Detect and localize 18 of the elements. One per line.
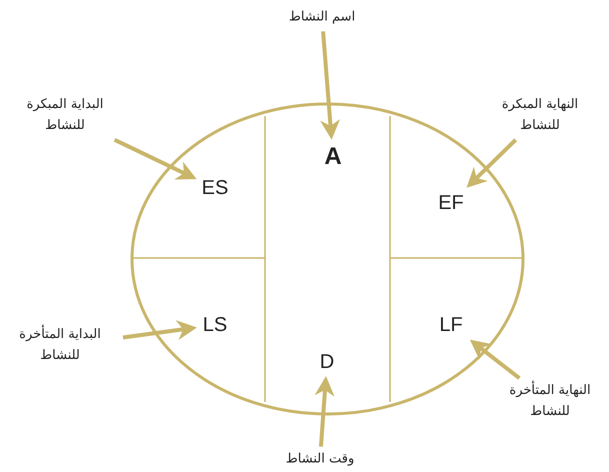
cell-label: LF [431, 309, 471, 341]
annotation-text: النهاية المتأخرة للنشاط [491, 381, 609, 423]
arrow [114, 138, 197, 180]
arrow [122, 320, 197, 340]
cell-label: D [312, 346, 342, 378]
arrow [470, 340, 521, 380]
cell-label: ES [195, 172, 235, 204]
annotation-text: البداية المبكرة للنشاط [5, 95, 125, 137]
cell-label: LS [195, 309, 235, 341]
arrow [314, 376, 335, 447]
cell-label: EF [431, 187, 471, 219]
cell-label: A [313, 138, 353, 176]
annotation-text: اسم النشاط [262, 8, 382, 28]
annotation-text: وقت النشاط [260, 450, 380, 470]
arrow [320, 31, 340, 140]
annotation-text: النهاية المبكرة للنشاط [480, 95, 600, 137]
annotation-text: البداية المتأخرة للنشاط [0, 325, 120, 367]
arrow [466, 138, 518, 188]
